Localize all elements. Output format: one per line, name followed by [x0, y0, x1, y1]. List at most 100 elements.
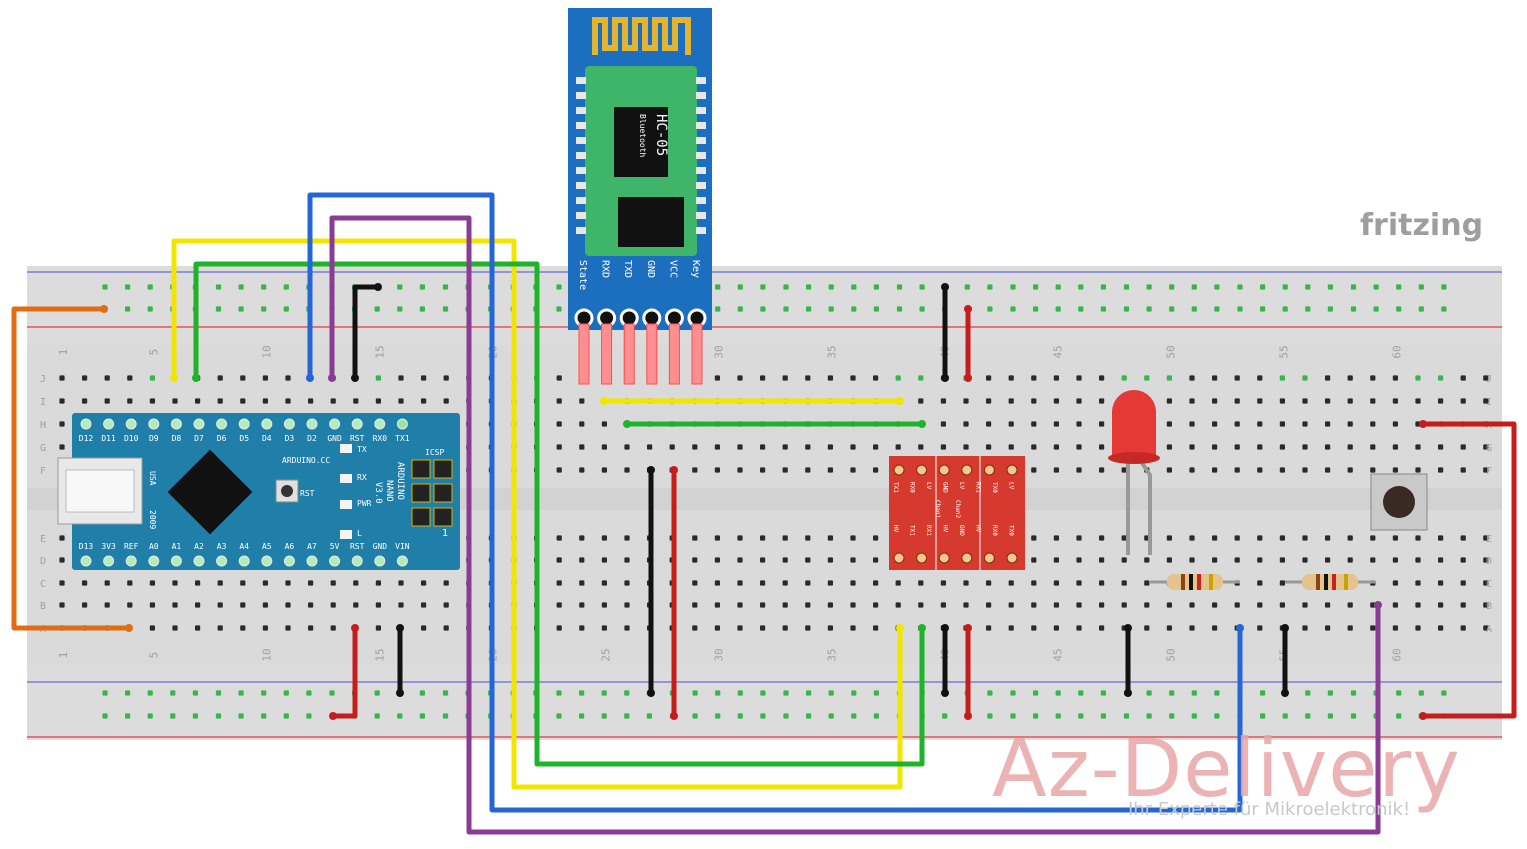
level-shifter-label-top: RX1 — [975, 482, 982, 493]
breadboard-hole — [1100, 306, 1106, 312]
breadboard-hole — [1055, 713, 1061, 719]
breadboard-hole — [147, 690, 153, 696]
breadboard-hole — [240, 625, 246, 631]
breadboard-hole — [918, 580, 924, 586]
breadboard-hole — [805, 375, 811, 381]
row-letter-right: G — [1486, 443, 1492, 454]
breadboard-hole — [1302, 557, 1308, 563]
breadboard-hole — [1415, 444, 1421, 450]
breadboard-hole — [556, 467, 562, 473]
breadboard-hole — [172, 398, 178, 404]
level-shifter-board — [889, 456, 1025, 570]
breadboard-hole — [262, 602, 268, 608]
breadboard-hole — [918, 375, 924, 381]
breadboard-hole — [353, 602, 359, 608]
breadboard-hole — [1121, 535, 1127, 541]
breadboard-hole — [987, 690, 993, 696]
arduino-year-label: 2009 — [148, 510, 157, 529]
arduino-pin-label-bottom: D13 — [79, 542, 94, 551]
breadboard-hole — [1076, 580, 1082, 586]
hc05-pin-label: RXD — [600, 260, 611, 278]
arduino-pin-label-top: D5 — [239, 434, 249, 443]
breadboard-hole — [760, 535, 766, 541]
breadboard-hole — [1099, 557, 1105, 563]
breadboard-hole — [895, 444, 901, 450]
breadboard-hole — [125, 306, 131, 312]
breadboard-hole — [760, 306, 766, 312]
breadboard-hole — [102, 690, 108, 696]
breadboard-hole — [1031, 444, 1037, 450]
breadboard-hole — [1460, 467, 1466, 473]
breadboard-hole — [850, 580, 856, 586]
breadboard-hole — [195, 625, 201, 631]
breadboard-hole — [895, 602, 901, 608]
breadboard-hole — [149, 580, 155, 586]
az-delivery-logo: Az-Delivery — [992, 722, 1461, 815]
breadboard-hole — [1214, 690, 1220, 696]
breadboard-hole — [1212, 375, 1218, 381]
breadboard-hole — [601, 713, 607, 719]
breadboard-hole — [1415, 602, 1421, 608]
breadboard-hole — [1483, 602, 1489, 608]
breadboard-hole — [1055, 284, 1061, 290]
breadboard-hole — [692, 713, 698, 719]
usb-port-inner — [65, 469, 135, 513]
breadboard-hole — [1078, 690, 1084, 696]
arduino-one-label: 1 — [442, 528, 448, 539]
row-letter-right: E — [1486, 534, 1492, 545]
breadboard-hole — [987, 713, 993, 719]
breadboard-hole — [1166, 535, 1172, 541]
breadboard-hole — [624, 580, 630, 586]
level-shifter-pin-bottom — [1006, 552, 1018, 564]
breadboard-hole — [217, 375, 223, 381]
arduino-pin-top — [193, 418, 205, 430]
level-shifter-pin-bottom — [983, 552, 995, 564]
wire-black-gnd-end — [351, 374, 359, 382]
breadboard-hole — [1234, 602, 1240, 608]
level-shifter-label-bottom: GND — [958, 525, 965, 536]
breadboard-hole — [579, 690, 585, 696]
hc05-castellation-right — [696, 182, 706, 189]
breadboard-hole — [1438, 535, 1444, 541]
breadboard-hole — [1302, 375, 1308, 381]
breadboard-hole — [238, 306, 244, 312]
breadboard-hole — [1483, 375, 1489, 381]
breadboard-hole — [1279, 467, 1285, 473]
breadboard-hole — [964, 284, 970, 290]
breadboard-hole — [59, 444, 65, 450]
arduino-pin-bottom — [283, 555, 295, 567]
column-number-top: 35 — [825, 345, 838, 358]
hc05-main-chip — [618, 197, 684, 247]
breadboard-hole — [850, 535, 856, 541]
row-letter-right: D — [1486, 556, 1492, 567]
row-letter-right: A — [1486, 624, 1492, 635]
level-shifter-pin-top — [1006, 464, 1018, 476]
breadboard-hole — [1325, 602, 1331, 608]
breadboard-hole — [1031, 375, 1037, 381]
arduino-nano-label: NANO — [384, 480, 394, 502]
arduino-pin-label-top: D6 — [217, 434, 227, 443]
red-led-base — [1108, 452, 1160, 464]
breadboard-hole — [1305, 306, 1311, 312]
breadboard-hole — [1189, 421, 1195, 427]
breadboard-hole — [59, 375, 65, 381]
arduino-pin-label-top: D9 — [149, 434, 159, 443]
breadboard-hole — [1279, 602, 1285, 608]
wire-red-mid-end — [670, 466, 678, 474]
breadboard-hole — [737, 444, 743, 450]
breadboard-hole — [579, 557, 585, 563]
breadboard-hole — [873, 306, 879, 312]
column-number-bottom: 10 — [260, 648, 273, 661]
breadboard-hole — [240, 398, 246, 404]
breadboard-hole — [374, 306, 380, 312]
breadboard-hole — [918, 602, 924, 608]
arduino-pin-label-top: D7 — [194, 434, 204, 443]
breadboard-hole — [873, 444, 879, 450]
breadboard-hole — [601, 421, 607, 427]
breadboard-hole — [308, 625, 314, 631]
breadboard-hole — [127, 580, 133, 586]
breadboard-hole — [1212, 602, 1218, 608]
column-number-top: 60 — [1390, 345, 1403, 358]
breadboard-hole — [919, 306, 925, 312]
